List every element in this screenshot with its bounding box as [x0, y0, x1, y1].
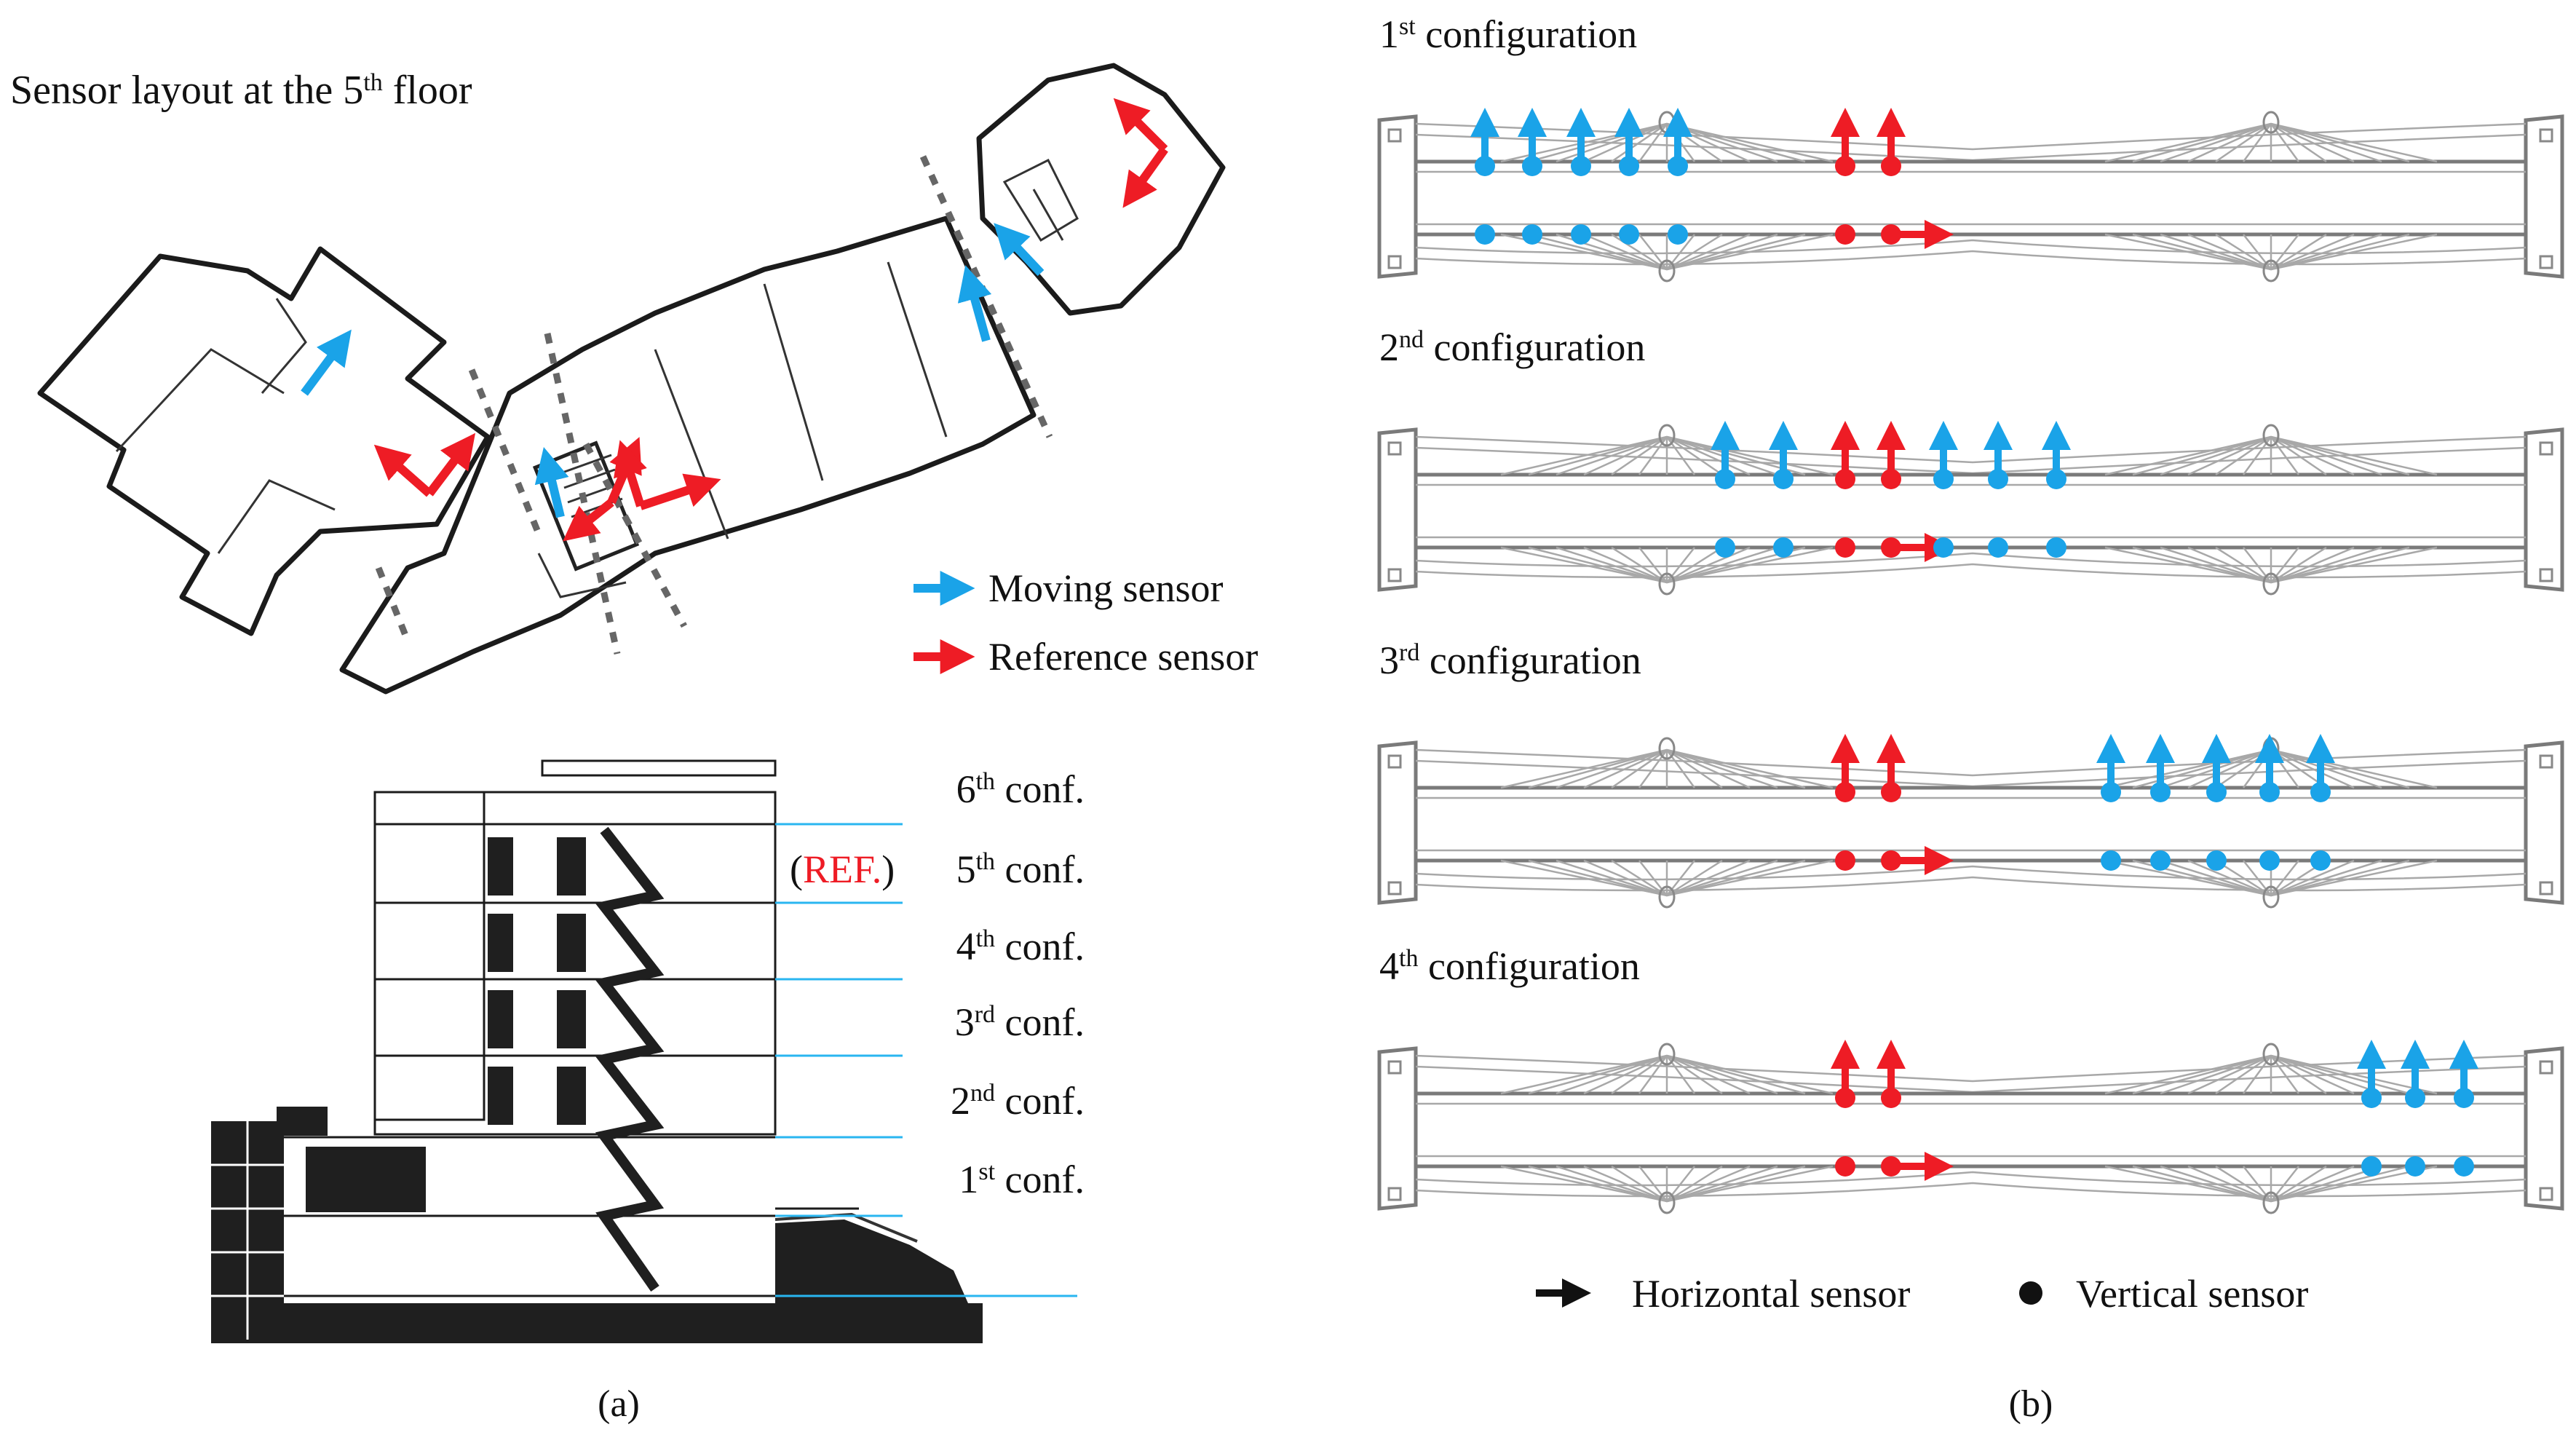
- moving-vertical-sensor: [2405, 1156, 2425, 1177]
- reference-vertical-sensor: [1835, 1156, 1855, 1177]
- reference-vertical-sensor: [1881, 782, 1901, 802]
- reference-vertical-sensor: [1835, 537, 1855, 558]
- legend-panel-a: Moving sensor Reference sensor: [914, 566, 1258, 679]
- moving-vertical-sensor: [2361, 1156, 2382, 1177]
- configuration-panel: 3rd configuration: [1377, 639, 2564, 909]
- reference-vertical-sensor: [1881, 469, 1901, 489]
- reference-vertical-sensor: [1881, 1088, 1901, 1108]
- bridge-drawing: [1377, 737, 2564, 909]
- configuration-panel: 4th configuration: [1377, 944, 2564, 1214]
- moving-vertical-sensor: [1571, 224, 1591, 245]
- reference-sensor-pair: [373, 432, 476, 497]
- moving-sensor-arrow: [994, 223, 1045, 277]
- level-label: 4th conf.: [956, 925, 1085, 968]
- configuration-title: 4th configuration: [1379, 944, 1640, 988]
- reference-sensor-pair: [1113, 98, 1168, 208]
- moving-vertical-sensor: [1571, 156, 1591, 176]
- level-label: 5th conf.: [956, 847, 1085, 891]
- moving-vertical-sensor: [2150, 850, 2171, 871]
- moving-vertical-sensor: [1773, 537, 1794, 558]
- moving-vertical-sensor: [2101, 850, 2121, 871]
- moving-vertical-sensor: [1619, 156, 1639, 176]
- moving-vertical-sensor: [1988, 469, 2008, 489]
- bridge-drawing: [1377, 424, 2564, 596]
- legend-vertical-label: Vertical sensor: [2076, 1272, 2308, 1316]
- moving-sensor-arrow: [301, 329, 352, 396]
- moving-sensor-arrow: [957, 265, 992, 342]
- reference-vertical-sensor: [1835, 224, 1855, 245]
- reference-level-tag: (REF.): [790, 847, 895, 891]
- level-label: 1st conf.: [959, 1158, 1085, 1201]
- reference-sensor-pair: [614, 440, 721, 510]
- sensor-set: [1711, 421, 2071, 562]
- floor-plan: [37, 63, 1226, 695]
- configuration-title: 1st configuration: [1379, 12, 1637, 56]
- caption-a: (a): [598, 1383, 640, 1425]
- level-label: 2nd conf.: [951, 1079, 1085, 1123]
- panel-b: 1st configuration 2nd configuration 3rd co…: [1377, 12, 2564, 1425]
- legend-horizontal-label: Horizontal sensor: [1632, 1272, 1910, 1316]
- moving-vertical-sensor: [2101, 782, 2121, 802]
- moving-vertical-sensor: [1933, 469, 1954, 489]
- level-labels: 6th conf. 5th conf. (REF.) 4th conf. 3rd…: [790, 767, 1085, 1201]
- moving-vertical-sensor: [1619, 224, 1639, 245]
- moving-vertical-sensor: [1988, 537, 2008, 558]
- configuration-panel: 1st configuration: [1377, 12, 2564, 282]
- vertical-sensor-legend-icon: [2019, 1281, 2042, 1305]
- panel-a: Sensor layout at the 5th floor: [10, 63, 1258, 1425]
- moving-vertical-sensor: [2206, 850, 2227, 871]
- legend-reference-label: Reference sensor: [988, 635, 1258, 679]
- reference-vertical-sensor: [1881, 156, 1901, 176]
- moving-sensor-arrow: [534, 446, 569, 518]
- configuration-title: 2nd configuration: [1379, 325, 1645, 369]
- moving-vertical-sensor: [1475, 224, 1495, 245]
- legend-panel-b: Horizontal sensor Vertical sensor: [1536, 1272, 2308, 1316]
- building-section: [211, 759, 1077, 1343]
- legend-moving-label: Moving sensor: [988, 566, 1224, 610]
- moving-vertical-sensor: [2405, 1088, 2425, 1108]
- bridge-drawing: [1377, 1043, 2564, 1214]
- moving-vertical-sensor: [1715, 537, 1735, 558]
- moving-vertical-sensor: [2361, 1088, 2382, 1108]
- sensor-set: [1831, 1040, 2478, 1181]
- reference-vertical-sensor: [1835, 1088, 1855, 1108]
- moving-vertical-sensor: [1522, 156, 1542, 176]
- floor-plan-title: Sensor layout at the 5th floor: [10, 68, 472, 113]
- configuration-panel: 2nd configuration: [1377, 325, 2564, 596]
- moving-vertical-sensor: [1773, 469, 1794, 489]
- moving-vertical-sensor: [1668, 224, 1688, 245]
- moving-vertical-sensor: [2046, 469, 2066, 489]
- sensor-set: [1470, 108, 1954, 249]
- moving-vertical-sensor: [2454, 1088, 2474, 1108]
- reference-vertical-sensor: [1835, 782, 1855, 802]
- reference-vertical-sensor: [1835, 469, 1855, 489]
- configuration-title: 3rd configuration: [1379, 639, 1641, 682]
- moving-vertical-sensor: [1522, 224, 1542, 245]
- moving-vertical-sensor: [1933, 537, 1954, 558]
- reference-vertical-sensor: [1835, 156, 1855, 176]
- moving-vertical-sensor: [1668, 156, 1688, 176]
- moving-vertical-sensor: [2310, 782, 2331, 802]
- sensor-set: [1831, 734, 2335, 875]
- moving-vertical-sensor: [2259, 850, 2280, 871]
- moving-vertical-sensor: [2046, 537, 2066, 558]
- moving-vertical-sensor: [2206, 782, 2227, 802]
- moving-vertical-sensor: [2150, 782, 2171, 802]
- moving-vertical-sensor: [2259, 782, 2280, 802]
- level-label: 6th conf.: [956, 767, 1085, 811]
- level-label: 3rd conf.: [955, 1000, 1085, 1044]
- moving-vertical-sensor: [1715, 469, 1735, 489]
- moving-vertical-sensor: [1475, 156, 1495, 176]
- caption-b: (b): [2009, 1383, 2053, 1425]
- reference-vertical-sensor: [1835, 850, 1855, 871]
- moving-vertical-sensor: [2310, 850, 2331, 871]
- moving-vertical-sensor: [2454, 1156, 2474, 1177]
- bridge-drawing: [1377, 111, 2564, 282]
